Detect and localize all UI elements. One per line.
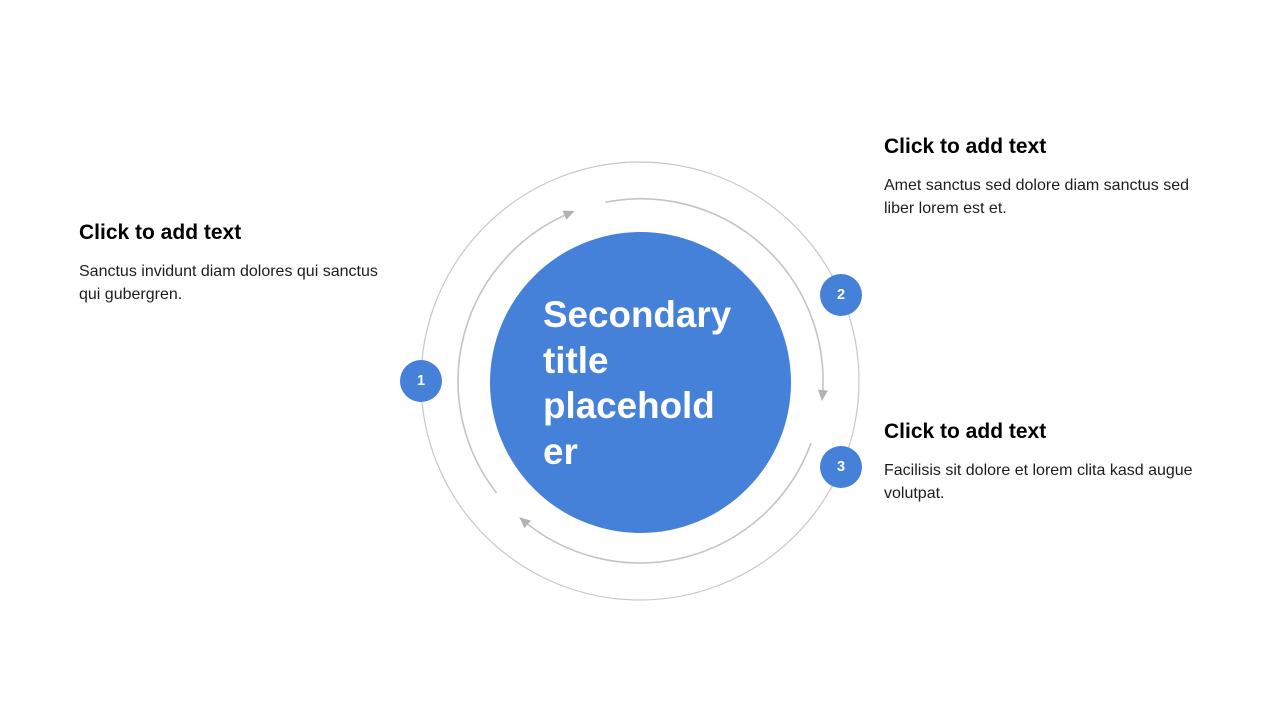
cycle-arrow-arc-top-right-icon [605, 197, 828, 401]
text-placeholder-body[interactable]: Amet sanctus sed dolore diam sanctus sed… [884, 177, 1190, 217]
cycle-arrow-arc-left-icon [457, 210, 575, 494]
cycle-arrow-arc-bottom-icon [519, 442, 812, 564]
text-placeholder-step-2[interactable]: Click to add text Amet sanctus sed dolor… [884, 133, 1204, 220]
text-placeholder-heading[interactable]: Click to add text [884, 135, 1047, 158]
step-badge-2-number: 2 [836, 287, 846, 303]
text-placeholder-body[interactable]: Sanctus invidunt diam dolores qui sanctu… [79, 263, 378, 303]
step-badge-2[interactable]: 2 [820, 274, 862, 316]
step-badge-3[interactable]: 3 [820, 446, 862, 488]
text-placeholder-heading[interactable]: Click to add text [79, 221, 242, 244]
center-circle-shape[interactable]: Secondary title placeholder [490, 232, 791, 533]
step-badge-1-number: 1 [416, 373, 426, 389]
step-badge-1[interactable]: 1 [400, 360, 442, 402]
step-badge-3-number: 3 [836, 459, 846, 475]
secondary-title-placeholder[interactable]: Secondary title placeholder [543, 294, 732, 472]
text-placeholder-heading[interactable]: Click to add text [884, 420, 1047, 443]
text-placeholder-body[interactable]: Facilisis sit dolore et lorem clita kasd… [884, 462, 1193, 502]
text-placeholder-step-3[interactable]: Click to add text Facilisis sit dolore e… [884, 418, 1204, 505]
text-placeholder-step-1[interactable]: Click to add text Sanctus invidunt diam … [79, 219, 389, 306]
